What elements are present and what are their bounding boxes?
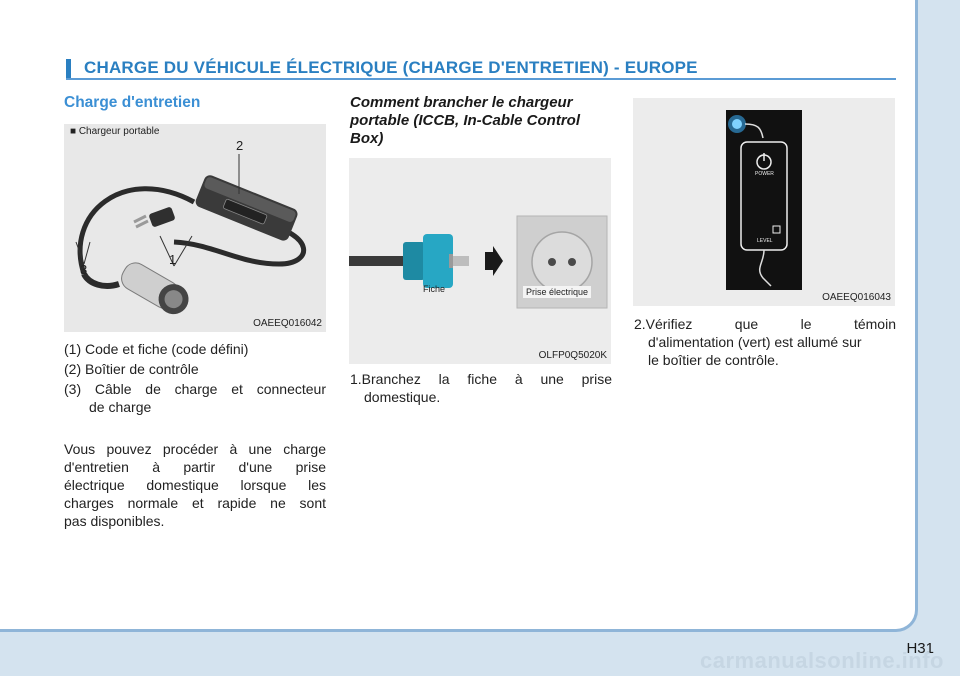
heading-line-2: portable (ICCB, In-Cable Control <box>350 112 580 129</box>
step1-line-1: 1.Branchez la fiche à une prise <box>350 371 612 387</box>
paragraph-line-4: charges normale et rapide ne sont <box>64 495 326 511</box>
step2-line-3: le boîtier de contrôle. <box>648 352 779 368</box>
heading-charge-entretien: Charge d'entretien <box>64 94 201 111</box>
page-number: H31 <box>906 640 934 657</box>
manual-page: CHARGE DU VÉHICULE ÉLECTRIQUE (CHARGE D'… <box>0 0 918 632</box>
callout-3: 3 <box>80 262 88 277</box>
control-box-illustration <box>726 110 802 290</box>
step2-line-2: d'alimentation (vert) est allumé sur <box>648 334 862 350</box>
callout-1: 1 <box>169 252 177 267</box>
figure-portable-charger: ■ Chargeur portable <box>64 124 326 332</box>
section-title: CHARGE DU VÉHICULE ÉLECTRIQUE (CHARGE D'… <box>84 58 698 77</box>
heading-line-3: Box) <box>350 130 384 147</box>
title-accent-mark <box>66 59 71 78</box>
list-item-2: (2) Boîtier de contrôle <box>64 361 199 377</box>
callout-2: 2 <box>236 138 244 153</box>
step2-line-1: 2.Vérifiez que le témoin <box>634 316 896 332</box>
figure-plug-socket: Fiche Prise électrique OLFP0Q5020K <box>349 158 611 364</box>
figure-caption: ■ Chargeur portable <box>70 126 160 137</box>
label-level: LEVEL <box>757 238 773 244</box>
step1-line-2: domestique. <box>364 389 441 405</box>
list-item-3-cont: de charge <box>89 399 152 415</box>
figure-code: OAEEQ016043 <box>822 292 891 303</box>
portable-charger-illustration <box>75 154 307 315</box>
figure-code: OAEEQ016042 <box>253 318 322 329</box>
section-title-bar: CHARGE DU VÉHICULE ÉLECTRIQUE (CHARGE D'… <box>66 58 896 80</box>
list-item-1: (1) Code et fiche (code défini) <box>64 341 249 357</box>
paragraph-line-2: d'entretien à partir d'une prise <box>64 459 326 475</box>
heading-how-to-connect: Comment brancher le chargeur portable (I… <box>350 94 615 148</box>
heading-line-1: Comment brancher le chargeur <box>350 94 573 111</box>
watermark: carmanualsonline.info <box>700 648 944 673</box>
paragraph-line-5: pas disponibles. <box>64 513 165 529</box>
paragraph-line-3: électrique domestique lorsque les <box>64 477 326 493</box>
figure-control-box: POWER LEVEL OAEEQ016043 <box>633 98 895 306</box>
label-socket: Prise électrique <box>523 286 592 298</box>
plug-socket-illustration <box>349 215 608 309</box>
list-item-3: (3) Câble de charge et connecteur <box>64 381 326 397</box>
label-plug: Fiche <box>423 284 446 294</box>
paragraph-line-1: Vous pouvez procéder à une charge <box>64 441 326 457</box>
label-power: POWER <box>755 171 774 177</box>
figure-code: OLFP0Q5020K <box>538 350 607 361</box>
